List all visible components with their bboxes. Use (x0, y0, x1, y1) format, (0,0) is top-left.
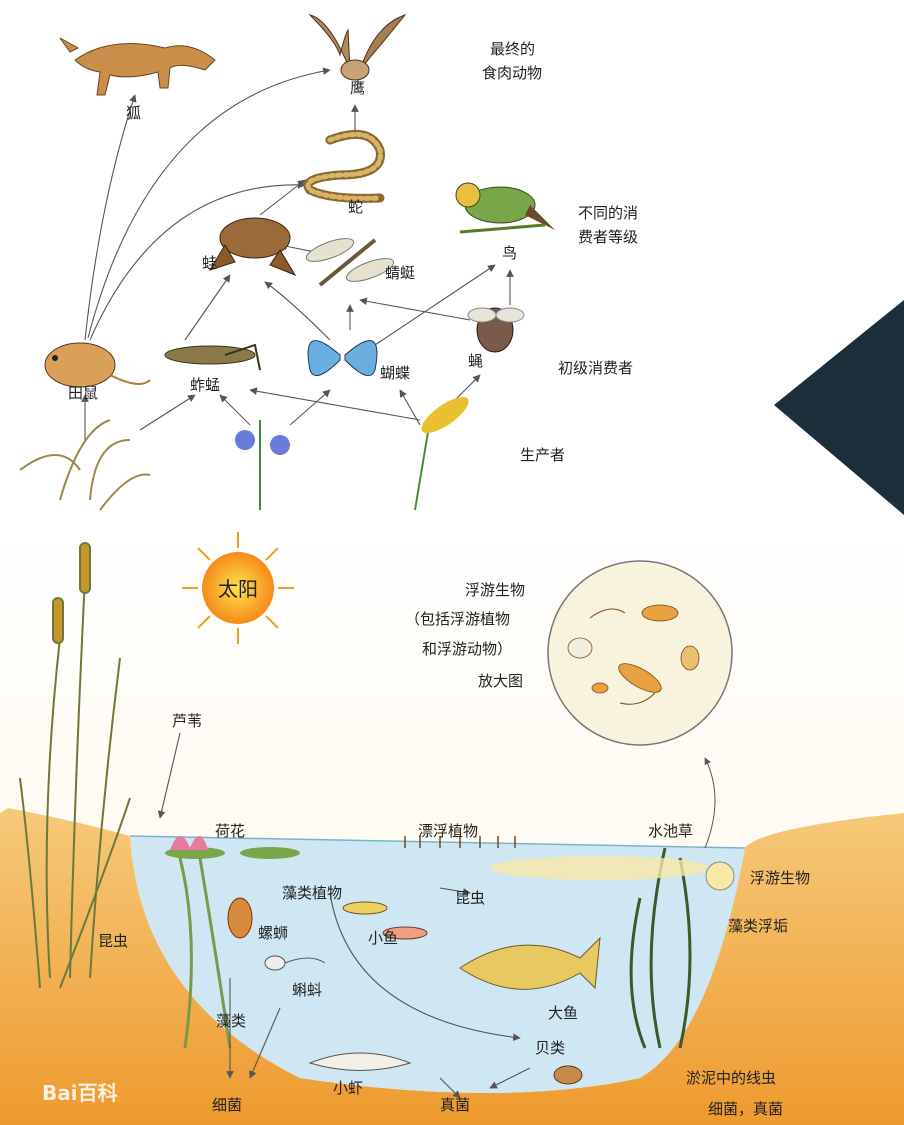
field-mouse-illustration (45, 343, 150, 387)
previous-slide-arrow-icon[interactable] (774, 300, 904, 515)
tadpole-label: 蝌蚪 (292, 981, 322, 999)
fly-illustration (468, 308, 524, 352)
insect-left-label: 昆虫 (98, 932, 128, 950)
plankton-title-line1: 浮游生物 (465, 581, 525, 599)
insect-mid-label: 昆虫 (455, 889, 485, 907)
plankton-title-line3: 和浮游动物） (422, 640, 512, 658)
algae-label: 藻类 (216, 1012, 246, 1030)
plankton-magnified-view (548, 561, 732, 745)
grasshopper-illustration (165, 345, 260, 370)
snake-label: 蛇 (348, 198, 363, 216)
goldenrod-illustration (415, 391, 474, 510)
big-fish-label: 大鱼 (548, 1004, 578, 1022)
shellfish-illustration (554, 1066, 582, 1084)
hawk-illustration (310, 15, 405, 80)
pondweed-label: 水池草 (648, 822, 693, 840)
consumer-levels-label-line2: 费者等级 (578, 228, 638, 246)
snake-illustration (308, 134, 381, 198)
consumer-levels-label-line1: 不同的消 (578, 204, 638, 222)
plankton-label: 浮游生物 (750, 869, 810, 887)
shellfish-label: 贝类 (535, 1039, 565, 1057)
butterfly-label: 蝴蝶 (380, 364, 410, 382)
algae-plants-label: 藻类植物 (282, 884, 342, 902)
frog-illustration (210, 218, 295, 275)
baidu-watermark: Bai百科 (42, 1081, 118, 1105)
hawk-label: 鹰 (350, 79, 365, 97)
pond-ecosystem-diagram: 太阳 (0, 518, 904, 1125)
flower-plant-illustration (235, 420, 290, 510)
field-mouse-label: 田鼠 (68, 384, 98, 402)
small-fish-label: 小鱼 (368, 929, 398, 947)
fungi-label: 真菌 (440, 1096, 470, 1114)
fox-label: 狐 (126, 104, 141, 122)
food-web-diagram: 狐 鹰 蛇 蛙 蜻蜓 鸟 田鼠 蚱蜢 蝴蝶 蝇 最终的 食肉动物 不同的消 费者… (0, 0, 904, 518)
bacteria-fungi-label: 细菌，真菌 (708, 1100, 783, 1118)
top-carnivore-label-line2: 食肉动物 (482, 64, 542, 82)
producer-label: 生产者 (520, 446, 565, 464)
primary-consumer-label: 初级消费者 (558, 359, 633, 377)
plankton-title-line2: （包括浮游植物 (405, 610, 510, 628)
plankton-title-line4: 放大图 (478, 672, 523, 690)
food-web-panel: 狐 鹰 蛇 蛙 蜻蜓 鸟 田鼠 蚱蜢 蝴蝶 蝇 最终的 食肉动物 不同的消 费者… (0, 0, 904, 518)
fly-label: 蝇 (468, 352, 483, 370)
grasshopper-label: 蚱蜢 (190, 376, 220, 394)
bird-illustration (456, 183, 555, 232)
pond-ecosystem-panel: 太阳 (0, 518, 904, 1125)
shrimp-label: 小虾 (333, 1079, 363, 1097)
snail-illustration (228, 898, 252, 938)
fox-illustration (60, 38, 215, 95)
bacteria-label: 细菌 (212, 1096, 242, 1114)
algae-scum-label: 藻类浮垢 (728, 917, 788, 935)
lotus-label: 荷花 (215, 822, 245, 840)
snail-label: 螺蛳 (258, 924, 288, 942)
food-web-arrows (85, 70, 510, 440)
dragonfly-label: 蜻蜓 (385, 264, 415, 282)
reed-label: 芦苇 (172, 712, 202, 730)
floating-plants-label: 漂浮植物 (418, 822, 478, 840)
worms-label: 淤泥中的线虫 (686, 1069, 776, 1087)
frog-label: 蛙 (202, 254, 217, 272)
sun-label: 太阳 (218, 577, 258, 601)
butterfly-illustration (308, 341, 377, 376)
bird-label: 鸟 (502, 244, 517, 262)
dragonfly-illustration (304, 234, 396, 286)
top-carnivore-label-line1: 最终的 (490, 40, 535, 58)
